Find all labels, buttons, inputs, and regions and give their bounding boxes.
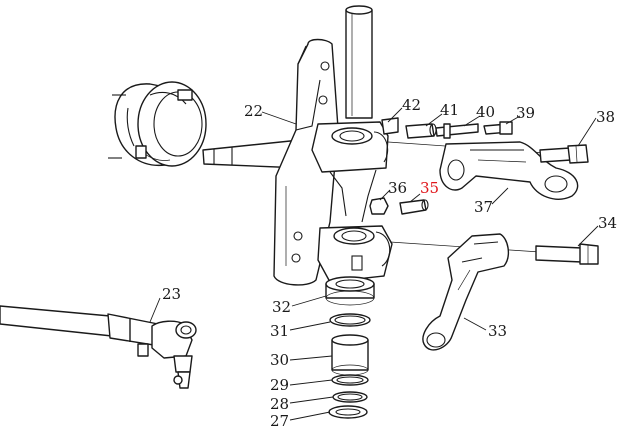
tie-rod-assembly bbox=[0, 305, 197, 389]
brake-hub-assembly bbox=[108, 81, 303, 169]
label-part-37: 37 bbox=[474, 198, 493, 216]
label-part-22: 22 bbox=[244, 102, 263, 120]
knuckle-body bbox=[273, 5, 393, 286]
label-part-40: 40 bbox=[476, 103, 495, 121]
leader-lines bbox=[149, 107, 599, 421]
label-part-32: 32 bbox=[272, 298, 291, 316]
label-part-27: 27 bbox=[270, 412, 289, 430]
upper-steering-arm bbox=[439, 141, 589, 200]
label-part-23: 23 bbox=[162, 285, 181, 303]
label-part-29: 29 bbox=[270, 376, 289, 394]
label-part-31: 31 bbox=[270, 322, 289, 340]
part-labels: 22 23 27 28 29 30 31 32 33 34 35 36 37 3… bbox=[162, 96, 617, 430]
label-part-30: 30 bbox=[270, 351, 289, 369]
label-part-38: 38 bbox=[596, 108, 615, 126]
kingpin-bearing-stack bbox=[325, 276, 375, 419]
label-part-35: 35 bbox=[420, 179, 439, 197]
label-part-41: 41 bbox=[440, 101, 459, 119]
label-part-34: 34 bbox=[598, 214, 617, 232]
label-part-28: 28 bbox=[270, 395, 289, 413]
label-part-36: 36 bbox=[388, 179, 407, 197]
label-part-42: 42 bbox=[402, 96, 421, 114]
lower-steering-arm bbox=[422, 233, 599, 351]
label-part-39: 39 bbox=[516, 104, 535, 122]
label-part-33: 33 bbox=[488, 322, 507, 340]
